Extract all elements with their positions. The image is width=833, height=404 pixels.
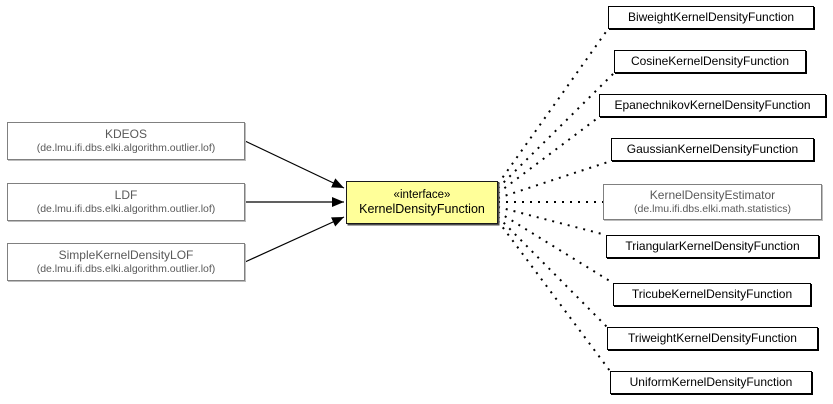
edge-dep-biweight (497, 28, 609, 185)
edge-dep-cosine (497, 72, 615, 189)
interface-box-kerneldensityfunction[interactable]: «interface» KernelDensityFunction (346, 181, 498, 224)
class-box-epanechnikovkerneldensityfunction[interactable]: EpanechnikovKernelDensityFunction (599, 94, 826, 117)
class-name: TriangularKernelDensityFunction (625, 239, 800, 253)
package-name: (de.lmu.ifi.dbs.elki.algorithm.outlier.l… (36, 142, 216, 154)
class-name: CosineKernelDensityFunction (630, 54, 790, 68)
class-name: SimpleKernelDensityLOF (58, 248, 194, 262)
edge-dep-gaussian (497, 160, 612, 199)
class-box-kerneldensityestimator[interactable]: KernelDensityEstimator (de.lmu.ifi.dbs.e… (603, 184, 822, 220)
class-box-kdeos[interactable]: KDEOS (de.lmu.ifi.dbs.elki.algorithm.out… (7, 122, 245, 160)
class-box-tricubekerneldensityfunction[interactable]: TricubeKernelDensityFunction (613, 283, 811, 306)
package-name: (de.lmu.ifi.dbs.elki.algorithm.outlier.l… (36, 203, 216, 215)
class-box-gaussiankerneldensityfunction[interactable]: GaussianKernelDensityFunction (611, 138, 814, 161)
class-box-ldf[interactable]: LDF (de.lmu.ifi.dbs.elki.algorithm.outli… (7, 183, 245, 221)
class-box-triangularkerneldensityfunction[interactable]: TriangularKernelDensityFunction (606, 235, 819, 258)
stereotype-label: «interface» (393, 189, 451, 201)
class-name: UniformKernelDensityFunction (629, 375, 793, 389)
class-name: EpanechnikovKernelDensityFunction (614, 98, 811, 112)
edge-dep-triweight (497, 216, 608, 328)
class-box-cosinekerneldensityfunction[interactable]: CosineKernelDensityFunction (614, 50, 806, 73)
class-name: BiweightKernelDensityFunction (627, 10, 795, 24)
class-box-triweightkerneldensityfunction[interactable]: TriweightKernelDensityFunction (607, 327, 818, 350)
edge-dep-uniform (497, 220, 611, 372)
class-name: TricubeKernelDensityFunction (631, 287, 793, 301)
class-name: GaussianKernelDensityFunction (626, 142, 799, 156)
class-name: TriweightKernelDensityFunction (628, 331, 797, 345)
edge-dep-epanechnikov (497, 116, 600, 194)
interface-name: KernelDensityFunction (359, 202, 485, 216)
class-name: KDEOS (104, 127, 147, 141)
class-name: LDF (114, 188, 138, 202)
package-name: (de.lmu.ifi.dbs.elki.math.statistics) (634, 203, 791, 215)
class-box-uniformkerneldensityfunction[interactable]: UniformKernelDensityFunction (610, 371, 812, 394)
class-box-biweightkerneldensityfunction[interactable]: BiweightKernelDensityFunction (608, 6, 814, 29)
package-name: (de.lmu.ifi.dbs.elki.algorithm.outlier.l… (36, 263, 216, 275)
edge-assoc-simplekerneldensitylof (244, 216, 345, 263)
edge-dep-triangular (497, 206, 607, 236)
class-box-simplekerneldensitylof[interactable]: SimpleKernelDensityLOF (de.lmu.ifi.dbs.e… (7, 243, 245, 281)
edge-assoc-kdeos (244, 140, 345, 189)
edge-dep-tricube (497, 211, 614, 284)
class-name: KernelDensityEstimator (649, 188, 776, 202)
